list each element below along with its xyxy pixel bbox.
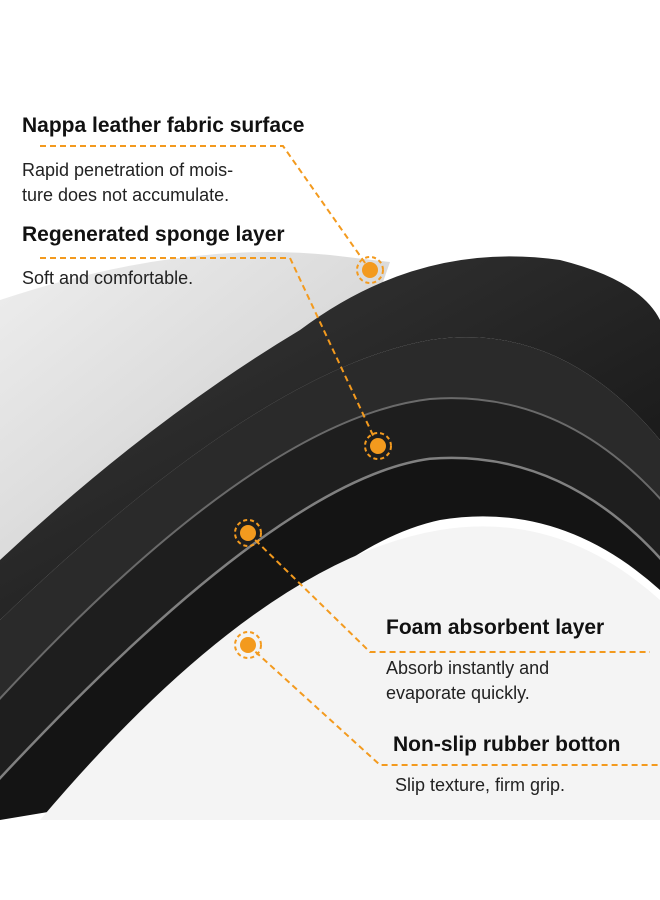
leader-line-nappa (40, 145, 371, 271)
leather-layer (0, 256, 660, 620)
callout-title-foam: Foam absorbent layer (386, 616, 605, 639)
sponge-layer (0, 337, 660, 700)
callout-title-sponge: Regenerated sponge layer (22, 223, 285, 246)
callout-desc-foam-1: Absorb instantly and (386, 658, 550, 678)
leader-line-rubber (247, 644, 660, 766)
leader-line-sponge (40, 257, 379, 447)
callout-desc-foam-2: evaporate quickly. (386, 683, 530, 703)
marker-dot-nappa (356, 256, 384, 284)
foam-layer (0, 399, 660, 780)
marker-dot-rubber (234, 631, 262, 659)
leader-line-foam (247, 532, 650, 653)
callout-desc-sponge: Soft and comfortable. (22, 268, 194, 288)
callout-desc-nappa-1: Rapid penetration of mois- (22, 160, 234, 180)
callout-title-rubber: Non-slip rubber botton (393, 733, 621, 756)
marker-dot-sponge (364, 432, 392, 460)
callout-desc-rubber: Slip texture, firm grip. (395, 775, 566, 795)
callout-title-nappa: Nappa leather fabric surface (22, 114, 305, 137)
callout-desc-nappa-2: ture does not accumulate. (22, 185, 230, 205)
marker-dot-foam (234, 519, 262, 547)
